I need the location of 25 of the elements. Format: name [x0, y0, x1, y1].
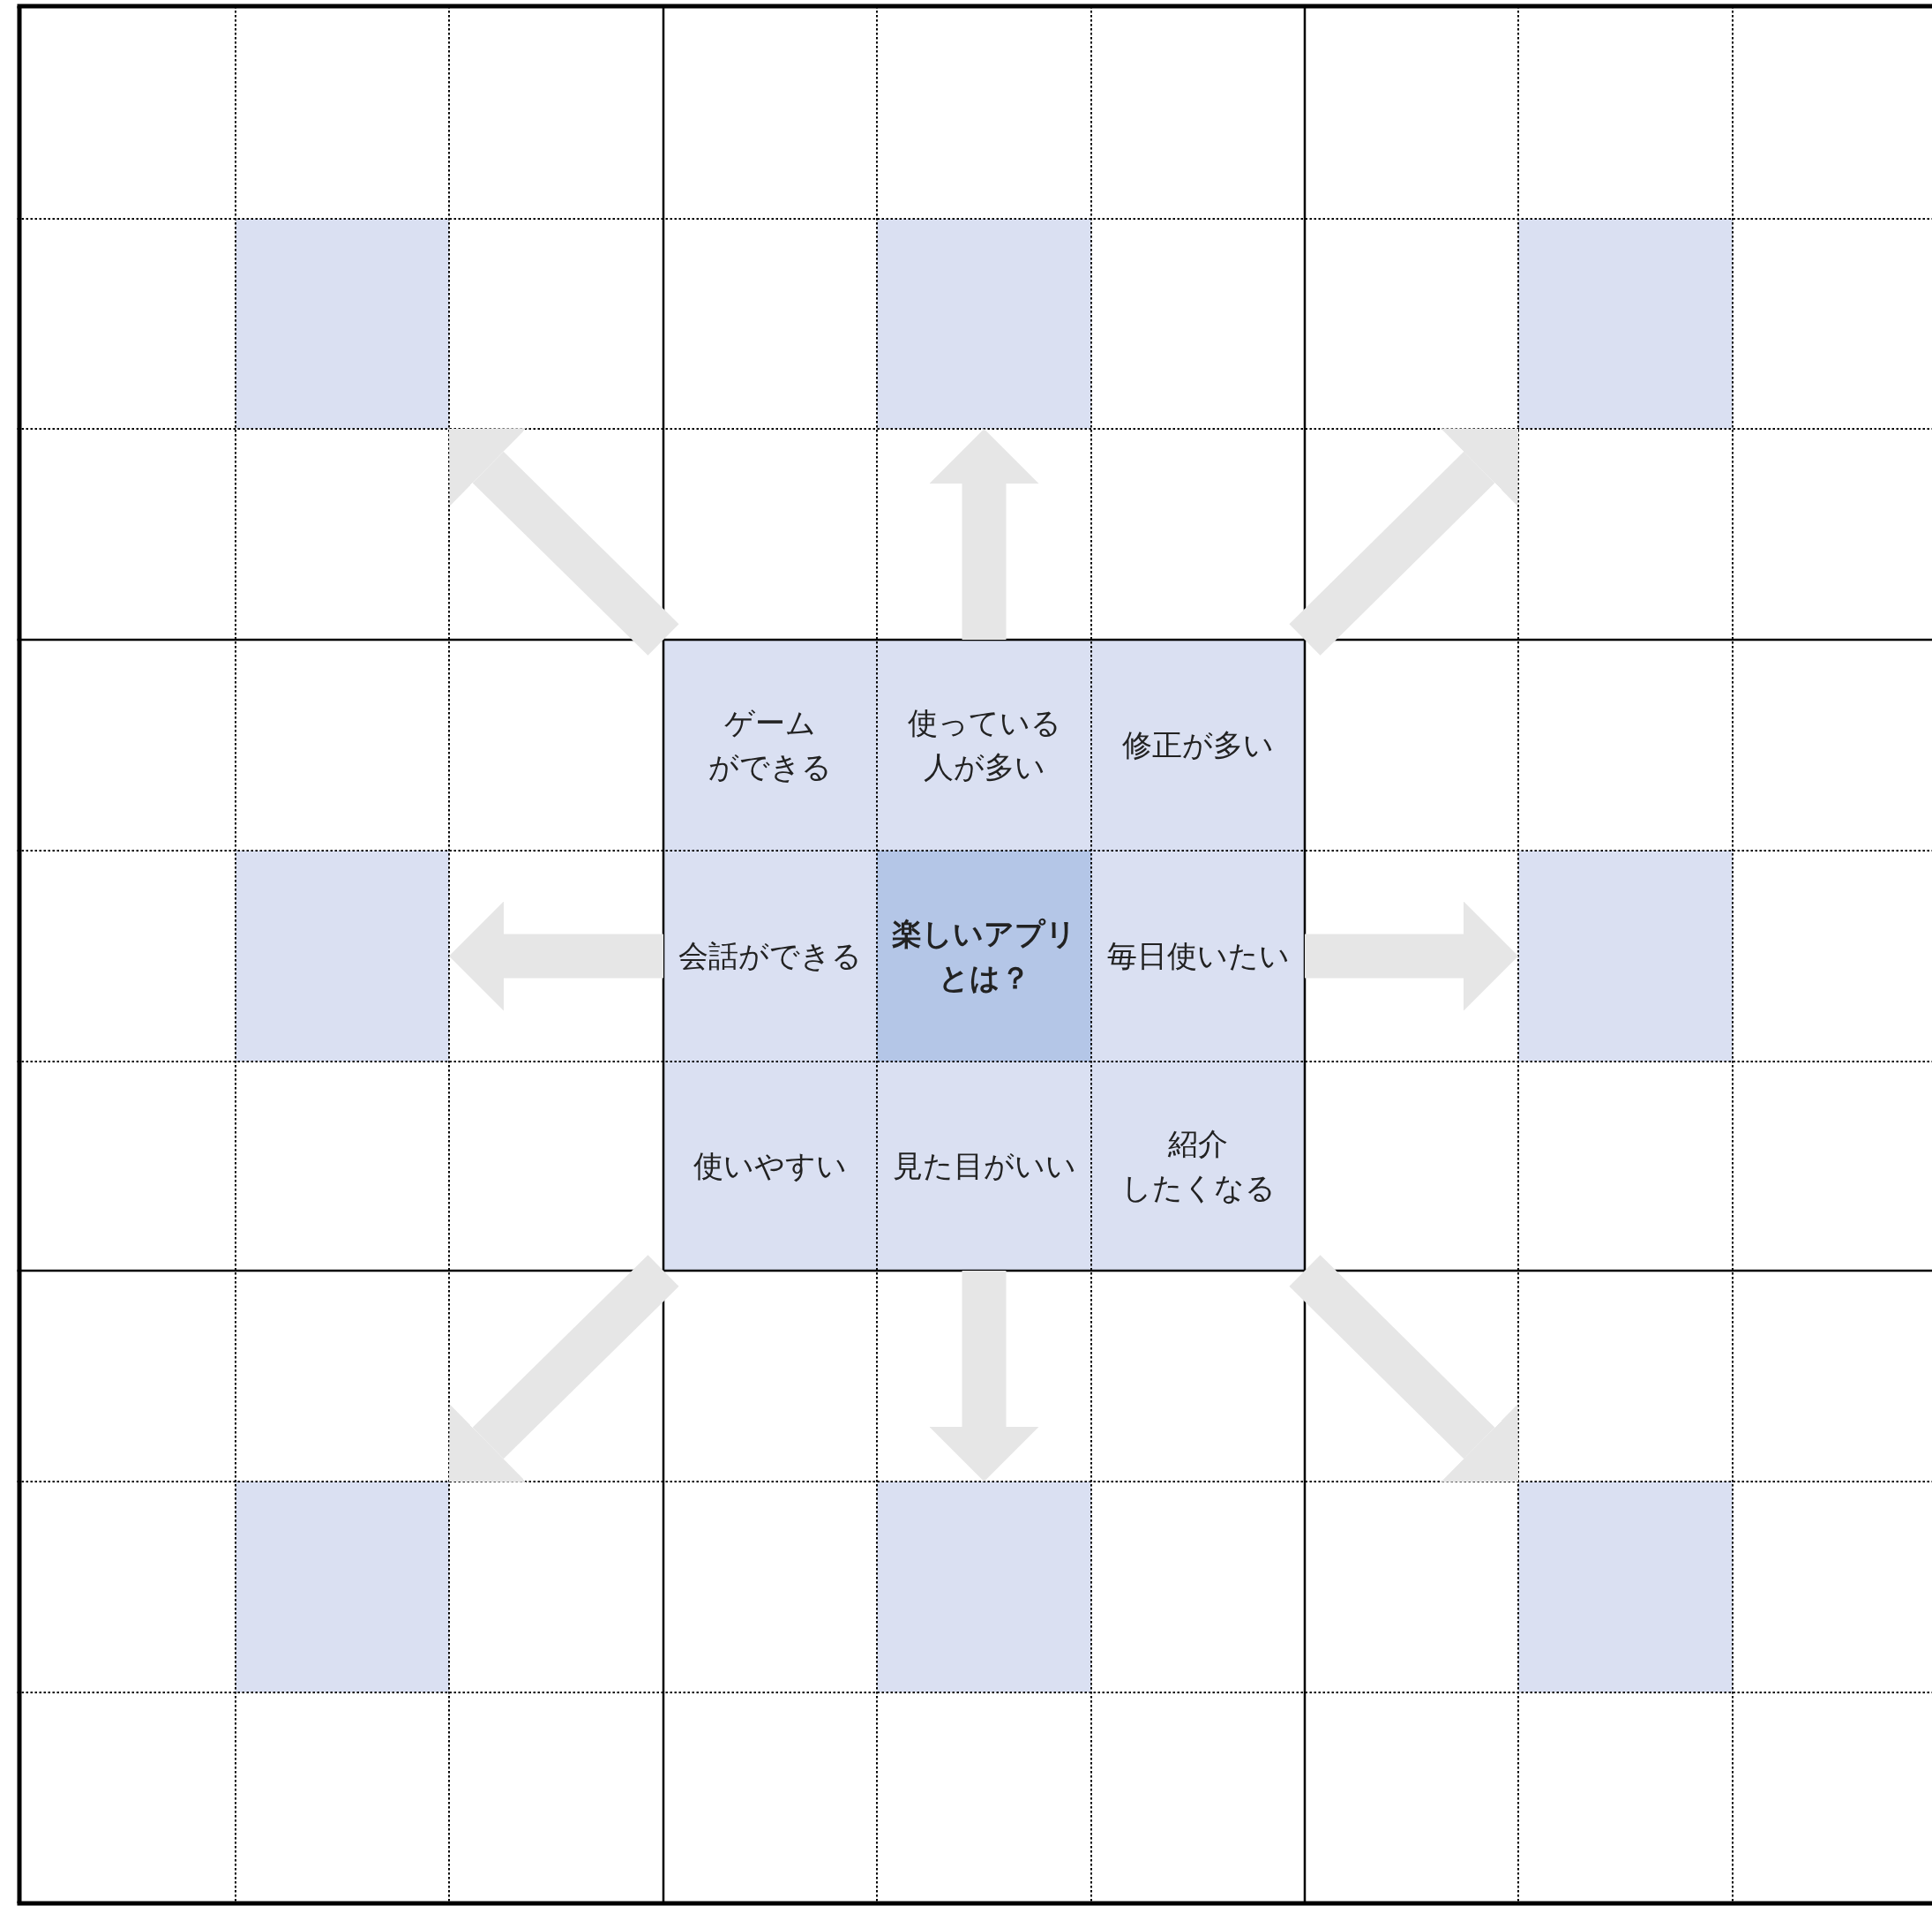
shaded-cell — [236, 219, 449, 429]
theme-cell: 楽しいアプリとは？ — [877, 851, 1091, 1062]
idea-cell: 見た目がいい — [877, 1062, 1091, 1271]
idea-cell: 会話ができる — [663, 851, 877, 1062]
shaded-cell — [877, 219, 1091, 429]
arrow — [929, 429, 1039, 640]
idea-cell: 紹介したくなる — [1091, 1062, 1305, 1271]
arrow — [929, 1271, 1039, 1482]
idea-cell: ゲームができる — [663, 640, 877, 851]
idea-cell: 使っている人が多い — [877, 640, 1091, 851]
shaded-cell — [1518, 851, 1733, 1062]
idea-cell: 使いやすい — [663, 1062, 877, 1271]
shaded-cell — [1518, 1482, 1733, 1692]
shaded-cell — [236, 851, 449, 1062]
arrow — [1289, 428, 1518, 656]
shaded-cell — [877, 1482, 1091, 1692]
shaded-cell — [236, 1482, 449, 1692]
arrow — [1289, 1255, 1518, 1482]
idea-cell: 毎日使いたい — [1091, 851, 1305, 1062]
arrow — [1305, 901, 1518, 1011]
arrow — [449, 901, 663, 1011]
arrow — [449, 1255, 679, 1482]
idea-cell: 修正が多い — [1091, 640, 1305, 851]
shaded-cell — [1518, 219, 1733, 429]
arrow — [449, 428, 679, 656]
